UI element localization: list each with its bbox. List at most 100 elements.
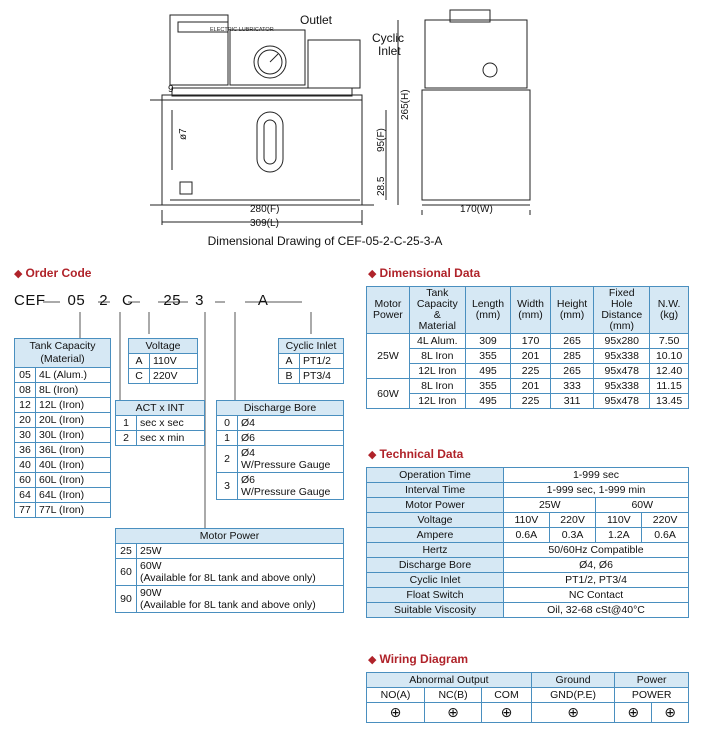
tech-label: Operation Time	[366, 467, 504, 483]
act-int-value: sec x min	[136, 430, 205, 446]
tech-label: Voltage	[366, 512, 504, 528]
terminal-symbol-icon: ⊕	[423, 702, 483, 723]
dimensional-cell: 12L Iron	[408, 363, 466, 379]
dimensional-cell: 311	[549, 393, 595, 409]
tech-value: 220V	[548, 512, 597, 528]
dimensional-cell: 495	[464, 393, 512, 409]
dimensional-cell: 309	[464, 333, 512, 349]
tank-capacity-value: 64L (Iron)	[35, 487, 111, 503]
discharge-bore-code: 3	[216, 472, 238, 500]
dimensional-data-title: ◆Dimensional Data	[368, 266, 481, 280]
tank-capacity-code: 30	[14, 427, 36, 443]
tech-label: Hertz	[366, 542, 504, 558]
cyclic-inlet-code: B	[278, 368, 300, 384]
dimensional-cell: 7.50	[649, 333, 689, 349]
abnormal-output-header: Abnormal Output	[366, 672, 532, 688]
voltage-value: 110V	[149, 353, 198, 369]
dim-95f: 95(F)	[376, 128, 387, 152]
code-part-act: 2	[99, 292, 109, 309]
code-part-voltage: C	[122, 292, 134, 309]
dimensional-cell: 201	[510, 348, 551, 364]
motor-power-code: 60	[115, 558, 137, 586]
discharge-bore-code: 2	[216, 445, 238, 473]
code-part-cyclic: A	[257, 292, 269, 309]
dimensional-cell: 285	[549, 348, 595, 364]
tank-capacity-code: 12	[14, 397, 36, 413]
code-part-tank: 05	[67, 292, 86, 309]
tech-value: 25W	[502, 497, 597, 513]
dimensional-cell: 8L Iron	[408, 378, 466, 394]
cyclic-inlet-header: Cyclic Inlet	[278, 338, 344, 354]
dimensional-cell: 355	[464, 378, 512, 394]
dim-265h: 265(H)	[400, 89, 411, 120]
tank-capacity-value: 20L (Iron)	[35, 412, 111, 428]
tank-capacity-code: 20	[14, 412, 36, 428]
tank-capacity-value: 36L (Iron)	[35, 442, 111, 458]
voltage-header: Voltage	[128, 338, 198, 354]
discharge-bore-value: Ø6 W/Pressure Gauge	[237, 472, 344, 500]
discharge-bore-value: Ø4 W/Pressure Gauge	[237, 445, 344, 473]
diamond-icon: ◆	[368, 449, 377, 461]
terminal-nc-b: NC(B)	[423, 687, 483, 703]
dimensional-cell: 95x280	[593, 333, 651, 349]
tech-label: Suitable Viscosity	[366, 602, 504, 618]
cyclic-inlet-value: PT3/4	[299, 368, 344, 384]
terminal-symbol-icon: ⊕	[614, 702, 653, 723]
tech-value: 0.3A	[548, 527, 597, 543]
dimensional-cell: 495	[464, 363, 512, 379]
nameplate-label: ELECTRIC LUBRICATOR	[210, 27, 274, 33]
order-code-title: ◆Order Code	[14, 266, 92, 280]
act-int-value: sec x sec	[136, 415, 205, 431]
tank-capacity-value: 40L (Iron)	[35, 457, 111, 473]
terminal-com: COM	[481, 687, 532, 703]
dimensional-cell: 4L Alum.	[408, 333, 466, 349]
tank-capacity-value: 77L (Iron)	[35, 502, 111, 518]
voltage-code: A	[128, 353, 150, 369]
dimensional-cell: 8L Iron	[408, 348, 466, 364]
voltage-value: 220V	[149, 368, 198, 384]
dimensional-cell: 10.10	[649, 348, 689, 364]
motor-power-cell: 60W	[366, 378, 410, 409]
dimensional-header: Length (mm)	[464, 286, 512, 334]
ground-header: Ground	[530, 672, 616, 688]
tank-capacity-code: 60	[14, 472, 36, 488]
diamond-icon: ◆	[14, 268, 23, 280]
discharge-bore-header: Discharge Bore	[216, 400, 344, 416]
tank-capacity-header: Tank Capacity (Material)	[14, 338, 111, 368]
discharge-bore-value: Ø6	[237, 430, 344, 446]
terminal-symbol-icon: ⊕	[530, 702, 616, 723]
dimensional-cell: 265	[549, 333, 595, 349]
tank-capacity-value: 60L (Iron)	[35, 472, 111, 488]
cyclic-inlet-code: A	[278, 353, 300, 369]
tech-label: Float Switch	[366, 587, 504, 603]
dim-309l: 309(L)	[250, 218, 279, 229]
act-int-code: 1	[115, 415, 137, 431]
tech-label: Interval Time	[366, 482, 504, 498]
tank-capacity-code: 08	[14, 382, 36, 398]
act-int-header: ACT x INT	[115, 400, 205, 416]
tank-capacity-code: 40	[14, 457, 36, 473]
tank-capacity-code: 36	[14, 442, 36, 458]
wiring-diagram-table: Abnormal Output Ground Power NO(A) NC(B)…	[366, 672, 689, 723]
tech-value: 1-999 sec, 1-999 min	[503, 482, 689, 498]
tech-value: PT1/2, PT3/4	[503, 572, 689, 588]
